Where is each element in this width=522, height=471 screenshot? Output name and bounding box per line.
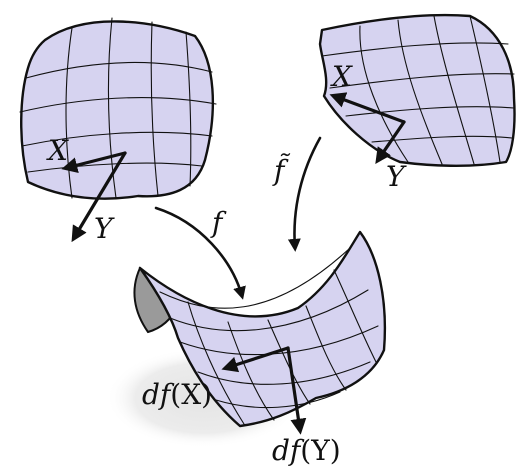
right-x-label: X (330, 60, 353, 93)
df-x-prefix: df (142, 378, 175, 411)
map-f: f (154, 206, 246, 300)
df-y-prefix: df (272, 434, 305, 467)
right-patch-surface (318, 13, 516, 167)
map-f-tilde-arrow (287, 136, 322, 252)
map-f-tilde-label: f̃ (272, 153, 291, 187)
df-x-label: df(X) (142, 378, 212, 411)
map-f-arrow (154, 206, 246, 300)
right-patch: X Y (318, 13, 516, 193)
right-patch-grid (321, 15, 515, 165)
map-f-label: f (210, 206, 227, 239)
right-x-vector (329, 92, 406, 124)
df-x-vector (221, 346, 290, 373)
left-patch-grid (19, 17, 217, 199)
df-x-arg: (X) (170, 378, 212, 411)
df-y-label: df(Y) (272, 434, 341, 467)
left-patch-surface (20, 20, 215, 200)
left-y-label: Y (94, 212, 115, 245)
right-y-vector (375, 120, 406, 164)
saddle-surface (106, 230, 387, 448)
left-y-vector (71, 151, 127, 243)
df-y-vector (286, 346, 307, 435)
right-y-label: Y (386, 160, 407, 193)
df-y-arg: (Y) (300, 434, 340, 467)
left-patch: X Y (19, 17, 217, 245)
map-f-tilde: f̃ (272, 136, 322, 252)
left-x-label: X (46, 134, 69, 167)
saddle-grid (159, 247, 379, 425)
left-x-vector (61, 151, 127, 173)
